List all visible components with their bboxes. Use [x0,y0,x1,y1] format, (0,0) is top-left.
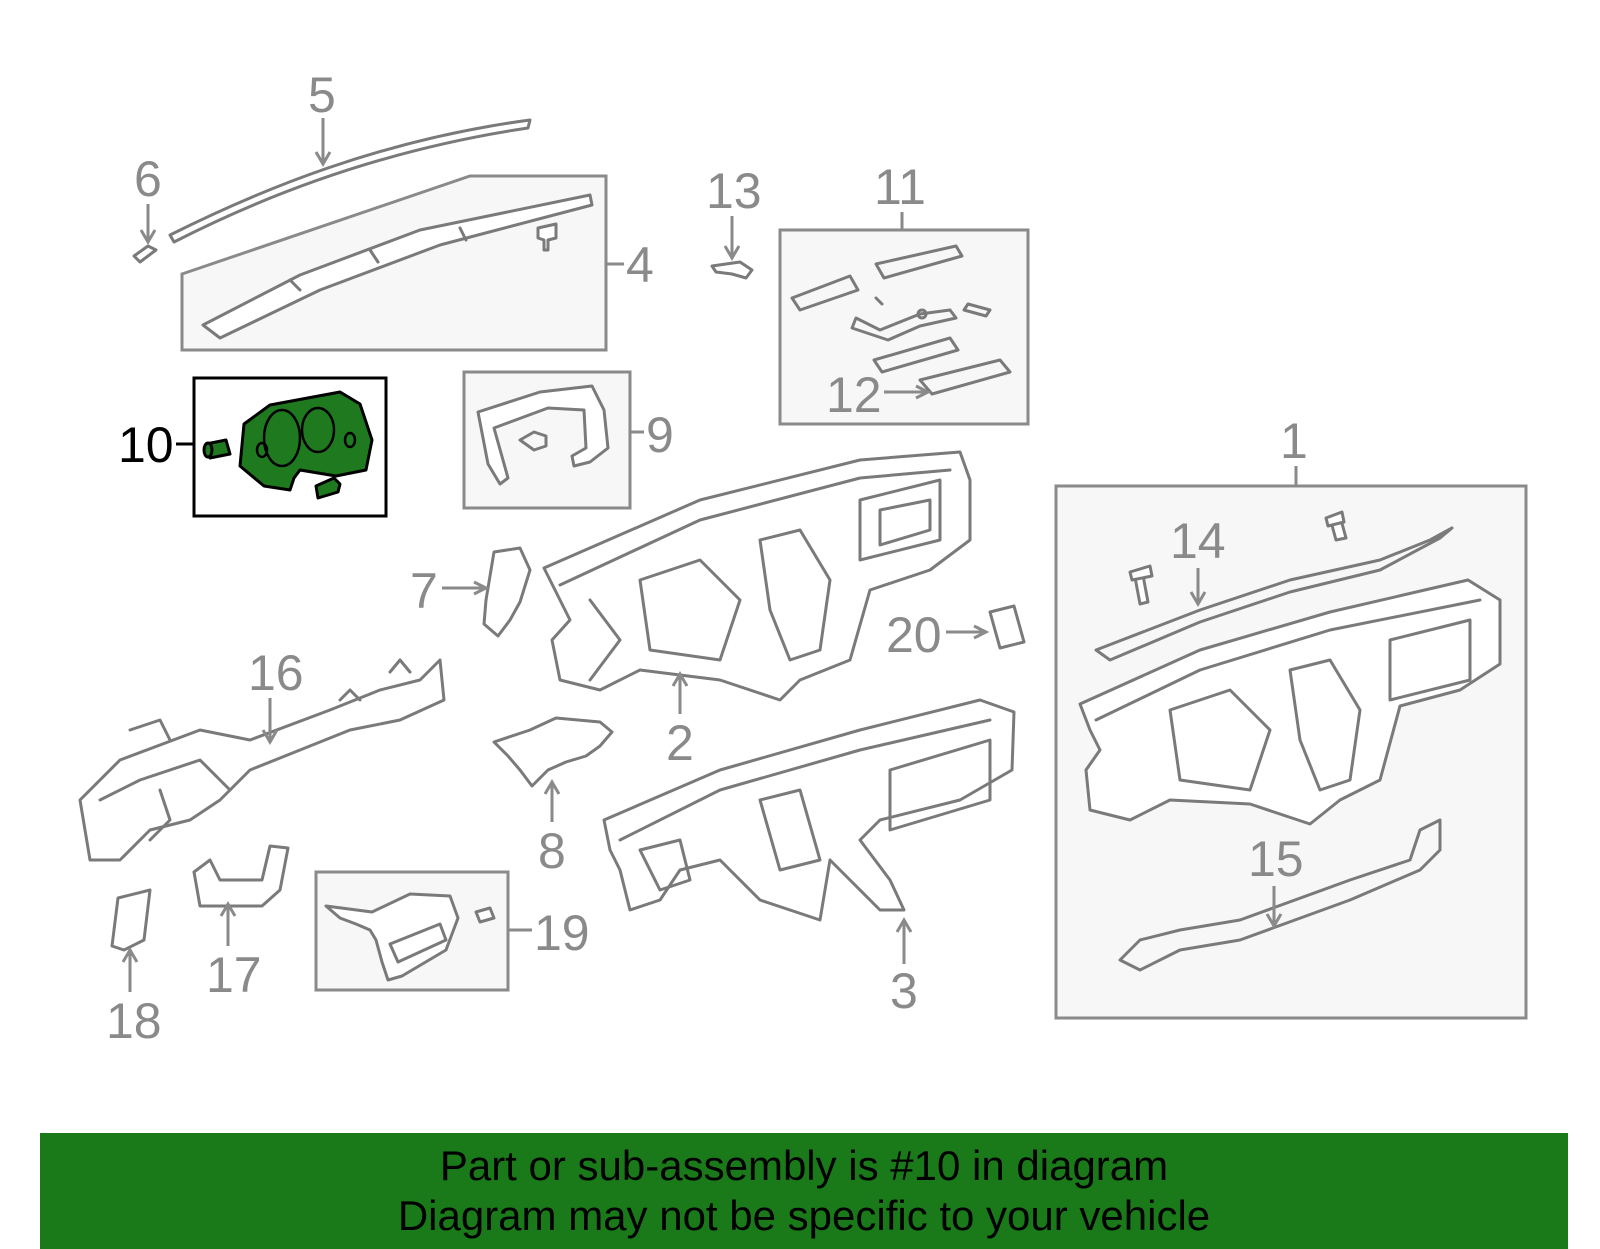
part-13-clip[interactable] [710,260,754,280]
part-5-strip[interactable] [168,118,532,244]
part-11-box[interactable] [778,228,1030,426]
callout-17: 17 [206,947,262,1003]
instrument-cluster-highlight[interactable] [238,390,374,492]
arrow-8 [543,779,561,795]
callout-15: 15 [1248,831,1304,887]
callout-10: 10 [118,417,174,473]
arrow-20 [973,624,990,640]
arrow-6 [139,229,157,245]
info-banner: Part or sub-assembly is #10 in diagram D… [40,1133,1568,1249]
arrow-13 [723,245,741,261]
arrow-7 [473,580,490,596]
part-16-cross-beam[interactable] [78,658,446,862]
arrow-5 [314,151,332,167]
part-20-switch[interactable] [988,604,1026,650]
arrow-18 [121,947,139,963]
part-9-box[interactable] [462,370,632,510]
part-6-clip[interactable] [132,244,158,264]
callout-20: 20 [886,607,942,663]
callout-2: 2 [666,715,694,771]
parts-diagram: 5 6 4 10 9 13 [78,67,1528,1049]
callout-13: 13 [706,163,762,219]
part-2-instrument-panel[interactable] [542,450,972,702]
part-3-lower-frame[interactable] [602,698,1016,922]
part-17-bracket[interactable] [192,844,290,908]
callout-11: 11 [874,159,926,215]
callout-18: 18 [106,993,162,1049]
arrow-2 [671,671,689,687]
banner-line-1: Part or sub-assembly is #10 in diagram [439,1142,1169,1189]
arrow-12 [915,384,932,400]
callout-8: 8 [538,823,566,879]
callout-3: 3 [890,963,918,1019]
part-4-box[interactable] [180,174,608,352]
callout-7: 7 [410,563,438,619]
part-1-box[interactable] [1054,484,1528,1020]
arrow-14 [1189,591,1207,607]
callout-12: 12 [826,367,882,423]
callout-19: 19 [534,905,590,961]
callout-5: 5 [308,67,336,123]
arrow-3 [895,917,913,933]
callout-14: 14 [1170,513,1226,569]
part-19-box[interactable] [314,870,510,992]
arrow-15 [1265,913,1283,929]
callout-6: 6 [134,151,162,207]
callout-1: 1 [1280,413,1308,469]
part-18-cover[interactable] [110,888,152,952]
arrow-16 [261,729,279,745]
arrow-17 [219,901,237,917]
banner-line-2: Diagram may not be specific to your vehi… [397,1192,1211,1239]
part-7-bracket[interactable] [482,546,532,638]
part-8-bracket[interactable] [492,716,614,788]
callout-16: 16 [248,645,304,701]
callout-4: 4 [626,237,654,293]
callout-9: 9 [646,407,674,463]
part-10-box[interactable] [192,376,388,518]
